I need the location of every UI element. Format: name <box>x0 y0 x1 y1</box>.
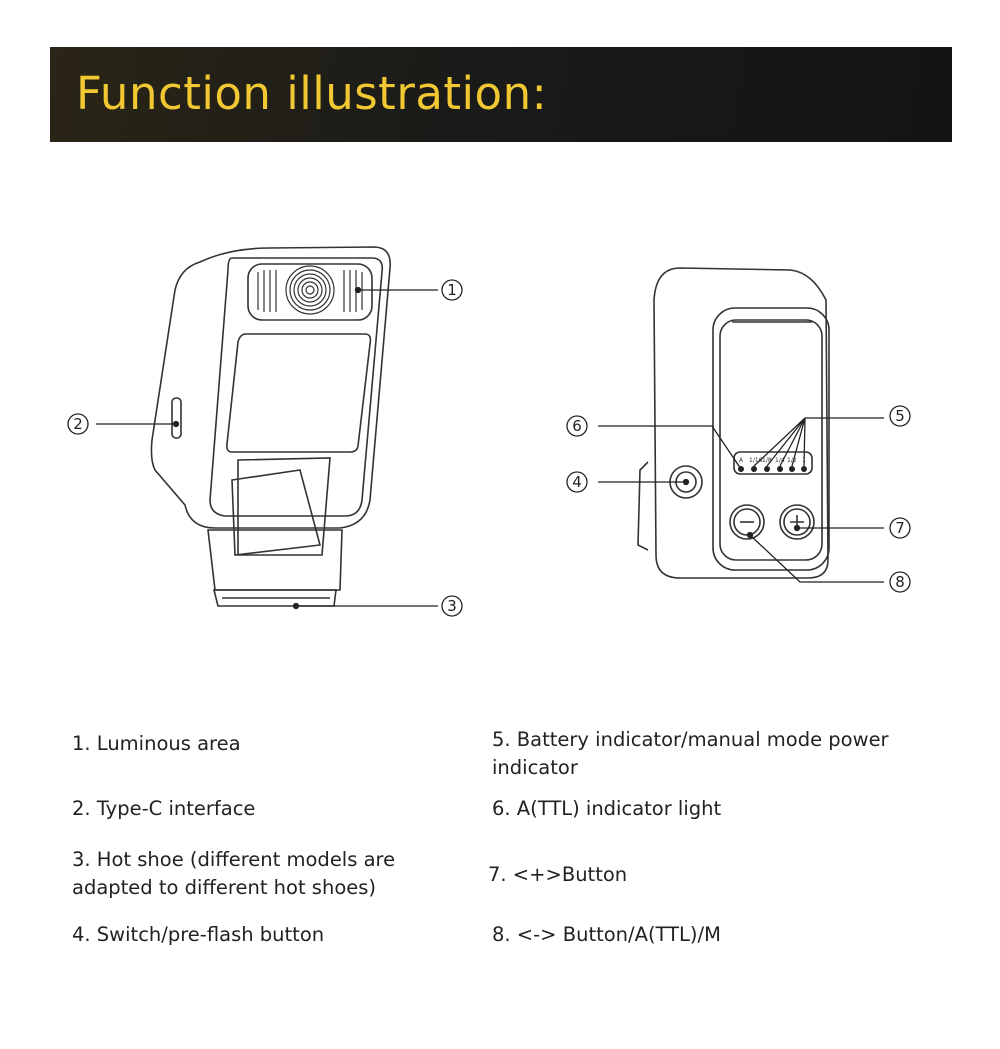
indicator-lights <box>738 466 807 472</box>
display-panel <box>226 333 372 453</box>
indicator-strip <box>733 451 813 475</box>
callout-4: 4 <box>572 473 582 491</box>
header-banner: Function illustration: <box>50 47 952 142</box>
indicator-label: 1/8 <box>762 457 772 464</box>
description-1: 1. Luminous area <box>72 732 241 755</box>
front-view-device <box>150 246 392 607</box>
indicator-label-a: A <box>739 457 744 464</box>
callout-6: 6 <box>572 417 582 435</box>
callout-5: 5 <box>895 407 905 425</box>
callout-2: 2 <box>73 415 83 433</box>
description-4: 4. Switch/pre-flash button <box>72 923 325 946</box>
indicator-label: 1/4 <box>775 457 785 464</box>
callout-8: 8 <box>895 573 905 591</box>
fresnel-rings-icon <box>257 265 363 315</box>
callout-7: 7 <box>895 519 905 537</box>
callout-1: 1 <box>447 281 457 299</box>
luminous-area <box>247 263 373 321</box>
description-3: 3. Hot shoe (different models are adapte… <box>72 848 396 899</box>
description-7: 7. <+>Button <box>488 863 628 886</box>
indicator-label: 1/2 <box>787 457 797 464</box>
callout-3: 3 <box>447 597 457 615</box>
description-6: 6. A(TTL) indicator light <box>492 797 722 820</box>
indicator-label: 1/16 <box>749 457 763 464</box>
type-c-port <box>171 397 182 439</box>
function-diagram: A 1/16 1/8 1/4 1/2 1 <box>67 246 911 617</box>
description-8: 8. <-> Button/A(TTL)/M <box>492 923 721 946</box>
description-5: 5. Battery indicator/manual mode power i… <box>492 728 889 779</box>
minus-button <box>729 504 765 540</box>
description-2: 2. Type-C interface <box>72 797 256 820</box>
plus-button <box>779 504 815 540</box>
page-title: Function illustration: <box>76 67 548 120</box>
